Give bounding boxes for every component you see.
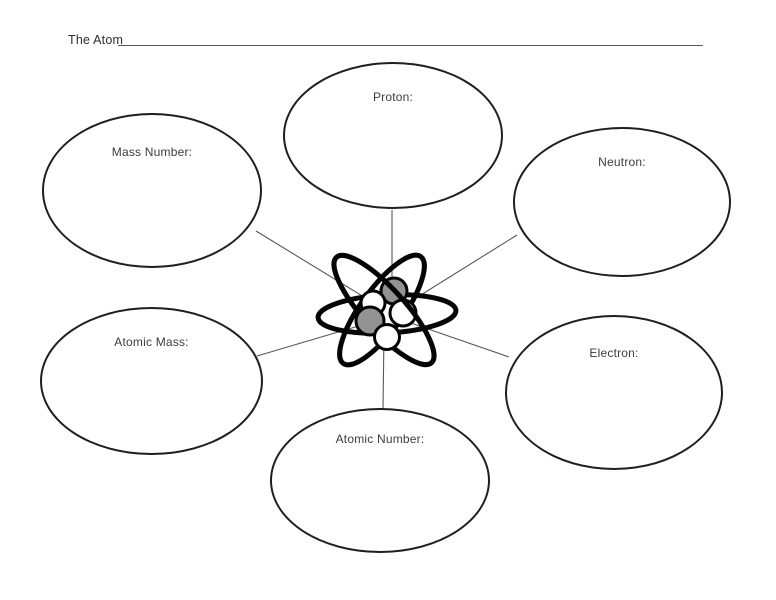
bubble-atomic-mass-label: Atomic Mass: <box>114 335 189 349</box>
bubble-electron-label: Electron: <box>589 346 639 360</box>
nucleus-particle-white-bottom <box>373 323 401 351</box>
bubble-proton: Proton: <box>283 62 503 209</box>
atom-icon <box>315 252 459 368</box>
bubble-neutron: Neutron: <box>513 127 731 277</box>
bubble-atomic-mass: Atomic Mass: <box>40 307 263 455</box>
bubble-proton-label: Proton: <box>372 90 414 104</box>
bubble-mass-number: Mass Number: <box>42 113 262 268</box>
bubble-atomic-number: Atomic Number: <box>270 408 490 553</box>
title-blank-line <box>118 38 703 46</box>
bubble-neutron-label: Neutron: <box>598 155 646 169</box>
bubble-atomic-number-label: Atomic Number: <box>335 432 425 446</box>
bubble-mass-number-label: Mass Number: <box>111 145 193 159</box>
bubble-electron: Electron: <box>505 315 723 470</box>
page-title: The Atom <box>68 33 124 47</box>
connector-lines <box>255 210 518 411</box>
connector-electron <box>401 319 510 358</box>
connector-atomic-mass <box>256 321 373 357</box>
